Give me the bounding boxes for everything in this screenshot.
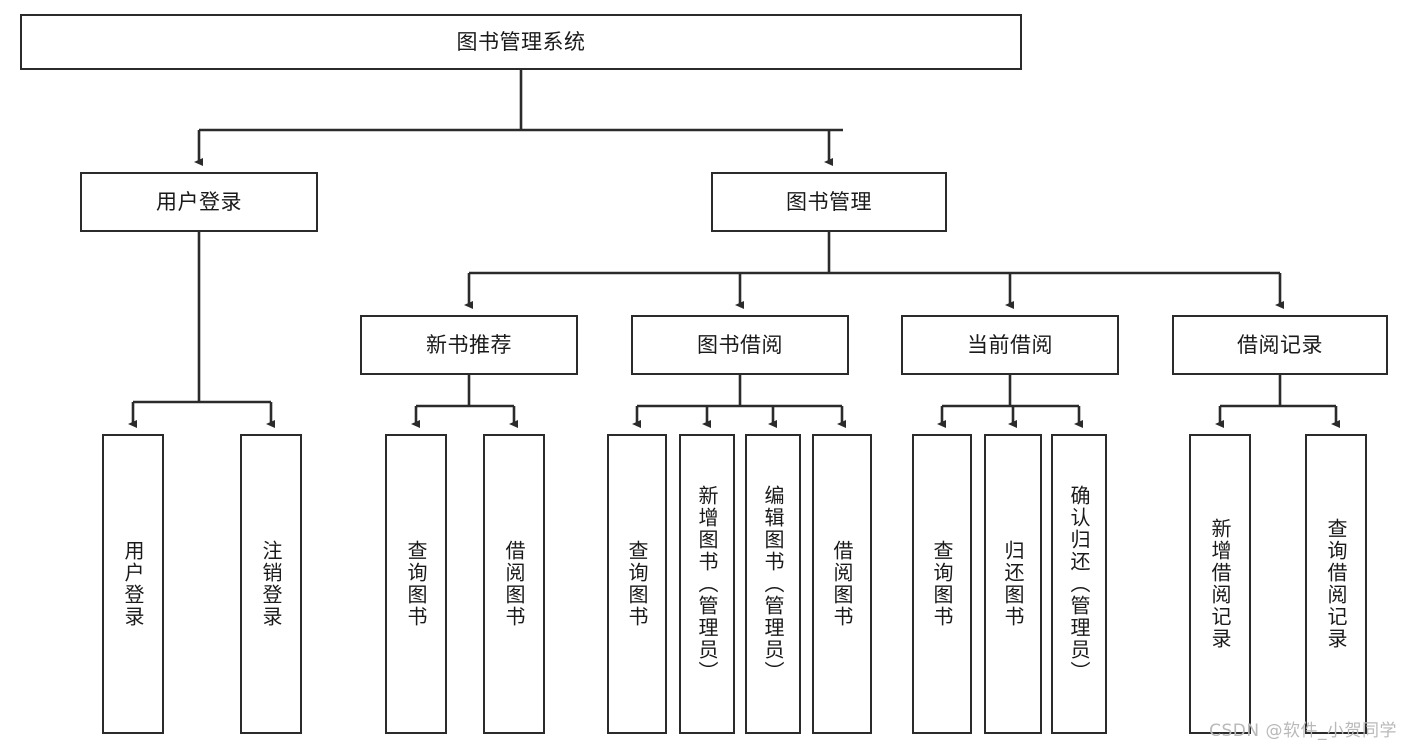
leaf-node-label: 编辑图书（管理员） (761, 485, 785, 683)
leaf-node[interactable]: 查询图书 (912, 434, 972, 734)
leaf-node-label: 查询图书 (625, 540, 649, 628)
leaf-node[interactable]: 注销登录 (240, 434, 302, 734)
node-new-book-recommend-label: 新书推荐 (426, 332, 512, 357)
edge-group-record (1215, 375, 1340, 428)
leaf-node[interactable]: 借阅图书 (812, 434, 872, 734)
node-new-book-recommend[interactable]: 新书推荐 (360, 315, 578, 375)
leaf-node-label: 查询图书 (930, 540, 954, 628)
leaf-node[interactable]: 查询图书 (607, 434, 667, 734)
edge-group-newbook (411, 375, 518, 428)
edge-group-current (937, 375, 1083, 428)
leaf-node[interactable]: 用户登录 (102, 434, 164, 734)
leaf-node-label: 查询借阅记录 (1324, 518, 1348, 650)
node-book-borrow-label: 图书借阅 (697, 332, 783, 357)
leaf-node[interactable]: 新增图书（管理员） (679, 434, 735, 734)
leaf-node-label: 确认归还（管理员） (1067, 485, 1091, 683)
leaf-node[interactable]: 编辑图书（管理员） (745, 434, 801, 734)
node-root-label: 图书管理系统 (456, 29, 586, 54)
node-book-management-label: 图书管理 (786, 189, 872, 214)
edge-group-borrow (632, 375, 846, 428)
leaf-node-label: 查询图书 (404, 540, 428, 628)
node-user-login[interactable]: 用户登录 (80, 172, 318, 232)
leaf-node[interactable]: 确认归还（管理员） (1051, 434, 1107, 734)
leaf-node[interactable]: 归还图书 (984, 434, 1042, 734)
leaf-node-label: 借阅图书 (502, 540, 526, 628)
leaf-node-label: 新增借阅记录 (1208, 518, 1232, 650)
leaf-node[interactable]: 新增借阅记录 (1189, 434, 1251, 734)
node-book-management[interactable]: 图书管理 (711, 172, 947, 232)
node-current-borrow-label: 当前借阅 (967, 332, 1053, 357)
node-borrow-record[interactable]: 借阅记录 (1172, 315, 1388, 375)
leaf-node-label: 用户登录 (121, 540, 145, 628)
node-user-login-label: 用户登录 (156, 189, 242, 214)
leaf-node-label: 注销登录 (259, 540, 283, 628)
node-current-borrow[interactable]: 当前借阅 (901, 315, 1119, 375)
watermark: CSDN @软件_小贺同学 (1209, 721, 1397, 741)
leaf-node-label: 新增图书（管理员） (695, 485, 719, 683)
node-book-borrow[interactable]: 图书借阅 (631, 315, 849, 375)
leaf-node-label: 借阅图书 (830, 540, 854, 628)
edge-group-login (128, 232, 275, 428)
node-root[interactable]: 图书管理系统 (20, 14, 1022, 70)
leaf-node[interactable]: 查询借阅记录 (1305, 434, 1367, 734)
edge-group-root (194, 70, 843, 166)
leaf-node-label: 归还图书 (1001, 540, 1025, 628)
leaf-node[interactable]: 查询图书 (385, 434, 447, 734)
edge-group-bookmgmt (464, 232, 1284, 309)
leaf-node[interactable]: 借阅图书 (483, 434, 545, 734)
node-borrow-record-label: 借阅记录 (1237, 332, 1323, 357)
